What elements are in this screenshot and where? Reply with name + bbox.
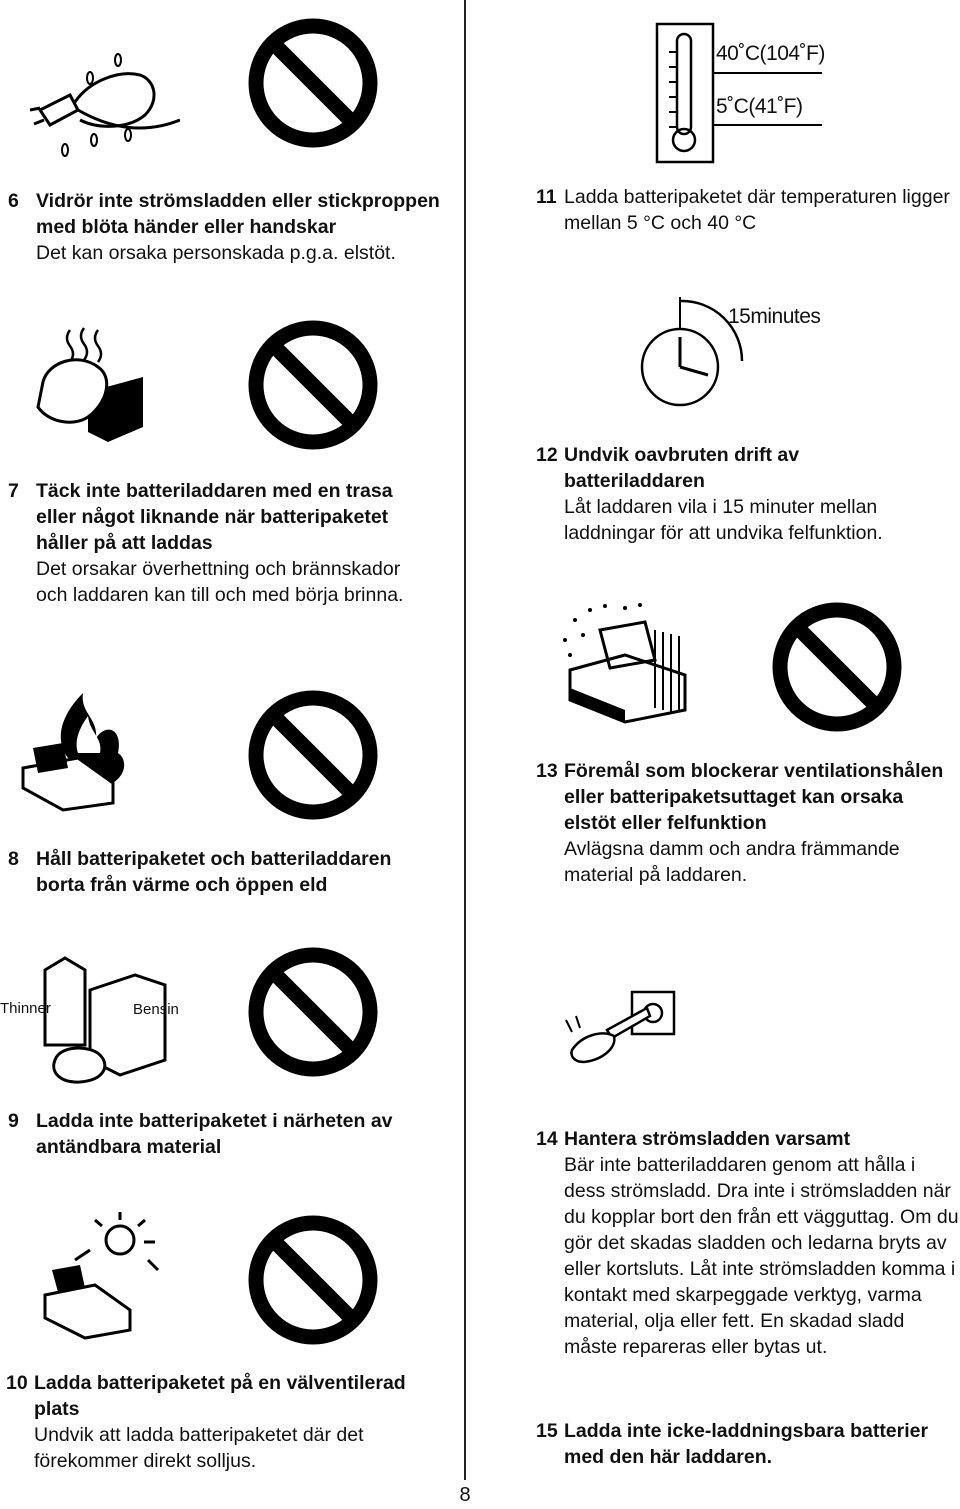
item-9-heading: Ladda inte batteripaketet i närheten av … <box>36 1110 393 1158</box>
item-13-heading: Föremål som blockerar ventilationshålen … <box>564 760 944 834</box>
unplug-cord-icon <box>562 990 677 1065</box>
item-14-heading: Hantera strömsladden varsamt <box>564 1128 851 1150</box>
item-7-heading: Täck inte batteriladdaren med en trasa e… <box>36 480 393 554</box>
item-13-text: Avlägsna damm och andra främmande materi… <box>564 838 900 886</box>
temp-low-label: 5˚C(41˚F) <box>716 95 803 118</box>
item-8-heading: Håll batteripaketet och batteriladdaren … <box>36 848 392 896</box>
safety-item-6: 6 Vidrör inte strömsladden eller stickpr… <box>8 188 448 266</box>
bensin-label: Bensin <box>133 1001 179 1018</box>
covered-charger-icon <box>28 322 153 447</box>
flammable-containers-icon <box>35 950 175 1085</box>
item-12-text: Låt laddaren vila i 15 minuter mellan la… <box>564 496 883 544</box>
safety-item-7: 7 Täck inte batteriladdaren med en trasa… <box>8 478 428 608</box>
item-10-text: Undvik att ladda batteripaketet där det … <box>34 1424 364 1472</box>
thermometer-icon <box>655 22 715 164</box>
item-6-heading: Vidrör inte strömsladden eller stickprop… <box>36 190 440 238</box>
safety-item-11: 11 Ladda batteripaketet där temperaturen… <box>536 184 958 236</box>
wet-hand-plug-icon <box>30 40 180 170</box>
item-15-heading: Ladda inte icke-laddningsbara batterier … <box>564 1420 929 1468</box>
safety-item-10: 10 Ladda batteripaketet på en välventile… <box>6 1370 426 1474</box>
column-divider <box>464 0 466 1480</box>
page-number: 8 <box>459 1484 471 1506</box>
prohibition-icon <box>248 1215 378 1345</box>
item-6-text: Det kan orsaka personskada p.g.a. elstöt… <box>36 242 396 264</box>
safety-item-9: 9 Ladda inte batteripaketet i närheten a… <box>8 1108 448 1160</box>
item-7-text: Det orsakar överhettning och brännskador… <box>36 558 404 606</box>
thinner-label: Thinner <box>0 1000 51 1017</box>
sunlight-charger-icon <box>40 1210 165 1345</box>
temp-high-line <box>712 72 822 74</box>
prohibition-icon <box>248 947 378 1077</box>
item-12-heading: Undvik oavbruten drift av batteriladdare… <box>564 444 800 492</box>
dusty-charger-icon <box>555 600 695 725</box>
item-11-text: Ladda batteripaketet där temperaturen li… <box>564 186 950 234</box>
prohibition-icon <box>248 18 378 148</box>
safety-item-13: 13 Föremål som blockerar ventilationshål… <box>536 758 960 888</box>
safety-item-14: 14 Hantera strömsladden varsamt Bär inte… <box>536 1128 959 1358</box>
prohibition-icon <box>248 690 378 820</box>
safety-item-8: 8 Håll batteripaketet och batteriladdare… <box>8 846 438 898</box>
prohibition-icon <box>248 320 378 450</box>
fire-charger-icon <box>18 688 133 813</box>
safety-item-12: 12 Undvik oavbruten drift av batteriladd… <box>536 442 936 546</box>
clock-icon <box>638 295 748 410</box>
temp-high-label: 40˚C(104˚F) <box>716 42 825 65</box>
clock-label: 15minutes <box>728 305 821 328</box>
item-14-text: Bär inte batteriladdaren genom att hålla… <box>564 1154 959 1358</box>
item-10-heading: Ladda batteripaketet på en välventilerad… <box>34 1372 406 1420</box>
prohibition-icon <box>772 602 902 732</box>
safety-item-15: 15 Ladda inte icke-laddningsbara batteri… <box>536 1418 936 1470</box>
temp-low-line <box>712 124 822 126</box>
